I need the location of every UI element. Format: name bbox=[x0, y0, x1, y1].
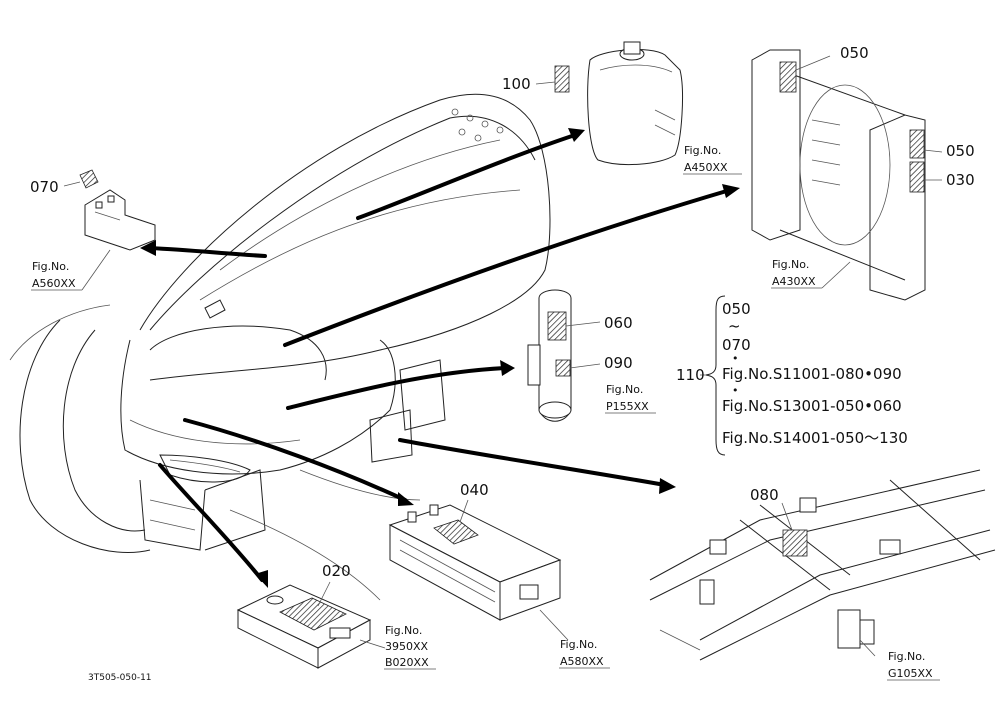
callout-070: 070 bbox=[30, 178, 59, 196]
label-050a-hatch bbox=[779, 61, 797, 93]
reference-list: 050 ~ 070 • Fig.No.S11001-080•090 • Fig.… bbox=[722, 300, 908, 447]
callout-030: 030 bbox=[946, 171, 975, 189]
reservoir-tank bbox=[535, 41, 683, 166]
label-060-hatch bbox=[547, 311, 567, 341]
fig-code-a580: A580XX bbox=[560, 655, 604, 668]
ref-dot-1: • bbox=[732, 352, 739, 365]
callout-090: 090 bbox=[604, 354, 633, 372]
fig-ref-p155: Fig.No. P155XX bbox=[605, 383, 656, 414]
svg-text:Fig.No.: Fig.No. bbox=[606, 383, 643, 396]
drawing-code: 3T505-050-11 bbox=[88, 673, 152, 683]
svg-text:Fig.No.: Fig.No. bbox=[888, 650, 925, 663]
fig-code-p155: P155XX bbox=[606, 400, 649, 413]
label-030-hatch bbox=[909, 161, 925, 193]
tractor-hood bbox=[9, 93, 551, 601]
callout-050-top: 050 bbox=[840, 44, 869, 62]
svg-text:Fig.No.: Fig.No. bbox=[560, 638, 597, 651]
callout-110: 110 bbox=[676, 366, 705, 384]
label-040-hatch bbox=[433, 519, 479, 545]
fig-ref-a450: Fig.No. A450XX bbox=[683, 144, 742, 175]
ref-line-s11001: Fig.No.S11001-080•090 bbox=[722, 365, 902, 383]
label-050b-hatch bbox=[909, 129, 925, 159]
leader-arrows bbox=[140, 128, 740, 588]
svg-text:Fig.No.: Fig.No. bbox=[772, 258, 809, 271]
reference-brace bbox=[700, 295, 726, 456]
svg-text:Fig.No.: Fig.No. bbox=[684, 144, 721, 157]
label-080-hatch bbox=[782, 529, 808, 557]
callout-040: 040 bbox=[460, 481, 489, 499]
label-090-hatch bbox=[555, 359, 571, 377]
callout-100: 100 bbox=[502, 75, 531, 93]
svg-text:Fig.No.: Fig.No. bbox=[385, 624, 422, 637]
ref-line-050: 050 bbox=[722, 300, 751, 318]
fig-code-3950: 3950XX bbox=[385, 640, 429, 653]
controller-unit bbox=[236, 581, 386, 669]
fig-ref-a430: Fig.No. A430XX bbox=[771, 258, 851, 289]
ref-tilde: ~ bbox=[728, 317, 741, 335]
fig-ref-a580: Fig.No. A580XX bbox=[559, 638, 610, 669]
lift-cylinder bbox=[527, 289, 601, 422]
fig-code-a430: A430XX bbox=[772, 275, 816, 288]
fig-code-a450: A450XX bbox=[684, 161, 728, 174]
callout-060: 060 bbox=[604, 314, 633, 332]
callout-020: 020 bbox=[322, 562, 351, 580]
ref-line-s14001: Fig.No.S14001-050～130 bbox=[722, 429, 908, 447]
chassis-frame bbox=[649, 469, 996, 661]
label-070-hatch bbox=[79, 169, 99, 189]
callout-050-right: 050 bbox=[946, 142, 975, 160]
bracket bbox=[63, 169, 156, 251]
fig-ref-a560: Fig.No. A560XX bbox=[31, 249, 111, 291]
ref-line-s13001: Fig.No.S13001-050•060 bbox=[722, 397, 902, 415]
battery bbox=[388, 499, 569, 641]
radiator-frame bbox=[751, 49, 943, 301]
label-100-hatch bbox=[554, 65, 570, 93]
fig-ref-3950-b020: Fig.No. 3950XX B020XX bbox=[384, 624, 436, 670]
callout-080: 080 bbox=[750, 486, 779, 504]
fig-code-a560: A560XX bbox=[32, 277, 76, 290]
fig-ref-g105: Fig.No. G105XX bbox=[887, 650, 940, 681]
fig-code-b020: B020XX bbox=[385, 656, 429, 669]
svg-text:Fig.No.: Fig.No. bbox=[32, 260, 69, 273]
label-020-hatch bbox=[279, 597, 347, 631]
ref-dot-2: • bbox=[732, 384, 739, 397]
fig-code-g105: G105XX bbox=[888, 667, 933, 680]
ref-line-070: 070 bbox=[722, 336, 751, 354]
